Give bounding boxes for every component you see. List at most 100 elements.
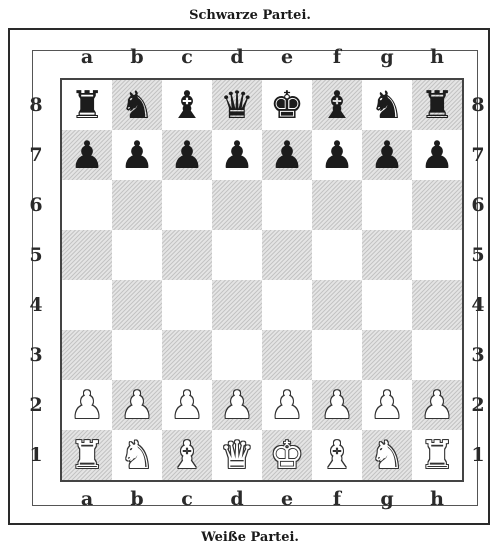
square-e2[interactable]: ♟ <box>262 380 312 430</box>
white-pawn-icon[interactable]: ♟ <box>270 386 304 424</box>
white-pawn-icon[interactable]: ♟ <box>320 386 354 424</box>
black-knight-icon[interactable]: ♞ <box>120 86 154 124</box>
black-bishop-icon[interactable]: ♝ <box>170 86 204 124</box>
square-d2[interactable]: ♟ <box>212 380 262 430</box>
black-rook-icon[interactable]: ♜ <box>420 86 454 124</box>
black-pawn-icon[interactable]: ♟ <box>370 136 404 174</box>
square-c1[interactable]: ♝ <box>162 430 212 480</box>
square-d4[interactable] <box>212 280 262 330</box>
black-bishop-icon[interactable]: ♝ <box>320 86 354 124</box>
square-b1[interactable]: ♞ <box>112 430 162 480</box>
square-a1[interactable]: ♜ <box>62 430 112 480</box>
black-pawn-icon[interactable]: ♟ <box>270 136 304 174</box>
square-d1[interactable]: ♛ <box>212 430 262 480</box>
square-g1[interactable]: ♞ <box>362 430 412 480</box>
white-king-icon[interactable]: ♚ <box>270 436 304 474</box>
square-d3[interactable] <box>212 330 262 380</box>
square-g6[interactable] <box>362 180 412 230</box>
square-a6[interactable] <box>62 180 112 230</box>
white-pawn-icon[interactable]: ♟ <box>220 386 254 424</box>
square-b5[interactable] <box>112 230 162 280</box>
square-f4[interactable] <box>312 280 362 330</box>
white-queen-icon[interactable]: ♛ <box>220 436 254 474</box>
square-d5[interactable] <box>212 230 262 280</box>
square-b8[interactable]: ♞ <box>112 80 162 130</box>
square-g2[interactable]: ♟ <box>362 380 412 430</box>
square-f3[interactable] <box>312 330 362 380</box>
square-h4[interactable] <box>412 280 462 330</box>
black-pawn-icon[interactable]: ♟ <box>320 136 354 174</box>
square-f8[interactable]: ♝ <box>312 80 362 130</box>
square-h2[interactable]: ♟ <box>412 380 462 430</box>
square-e6[interactable] <box>262 180 312 230</box>
square-h7[interactable]: ♟ <box>412 130 462 180</box>
square-e7[interactable]: ♟ <box>262 130 312 180</box>
square-d7[interactable]: ♟ <box>212 130 262 180</box>
square-f2[interactable]: ♟ <box>312 380 362 430</box>
white-bishop-icon[interactable]: ♝ <box>320 436 354 474</box>
square-h5[interactable] <box>412 230 462 280</box>
square-e8[interactable]: ♚ <box>262 80 312 130</box>
square-g7[interactable]: ♟ <box>362 130 412 180</box>
square-h8[interactable]: ♜ <box>412 80 462 130</box>
square-e5[interactable] <box>262 230 312 280</box>
square-f6[interactable] <box>312 180 362 230</box>
square-c5[interactable] <box>162 230 212 280</box>
square-b4[interactable] <box>112 280 162 330</box>
square-a3[interactable] <box>62 330 112 380</box>
square-h1[interactable]: ♜ <box>412 430 462 480</box>
square-g3[interactable] <box>362 330 412 380</box>
file-label-d-bottom: d <box>212 488 262 510</box>
square-f1[interactable]: ♝ <box>312 430 362 480</box>
square-g4[interactable] <box>362 280 412 330</box>
square-h3[interactable] <box>412 330 462 380</box>
white-pawn-icon[interactable]: ♟ <box>420 386 454 424</box>
square-h6[interactable] <box>412 180 462 230</box>
square-c2[interactable]: ♟ <box>162 380 212 430</box>
square-f7[interactable]: ♟ <box>312 130 362 180</box>
square-g8[interactable]: ♞ <box>362 80 412 130</box>
square-b2[interactable]: ♟ <box>112 380 162 430</box>
white-bishop-icon[interactable]: ♝ <box>170 436 204 474</box>
rank-label-6-right: 6 <box>466 180 490 230</box>
square-b6[interactable] <box>112 180 162 230</box>
square-a7[interactable]: ♟ <box>62 130 112 180</box>
square-g5[interactable] <box>362 230 412 280</box>
square-b3[interactable] <box>112 330 162 380</box>
white-knight-icon[interactable]: ♞ <box>120 436 154 474</box>
file-label-d-top: d <box>212 46 262 68</box>
square-a8[interactable]: ♜ <box>62 80 112 130</box>
white-pawn-icon[interactable]: ♟ <box>170 386 204 424</box>
square-f5[interactable] <box>312 230 362 280</box>
square-d8[interactable]: ♛ <box>212 80 262 130</box>
square-c4[interactable] <box>162 280 212 330</box>
black-pawn-icon[interactable]: ♟ <box>420 136 454 174</box>
black-king-icon[interactable]: ♚ <box>270 86 304 124</box>
square-d6[interactable] <box>212 180 262 230</box>
black-knight-icon[interactable]: ♞ <box>370 86 404 124</box>
square-a2[interactable]: ♟ <box>62 380 112 430</box>
square-a4[interactable] <box>62 280 112 330</box>
square-e1[interactable]: ♚ <box>262 430 312 480</box>
black-pawn-icon[interactable]: ♟ <box>220 136 254 174</box>
square-a5[interactable] <box>62 230 112 280</box>
square-c6[interactable] <box>162 180 212 230</box>
square-e4[interactable] <box>262 280 312 330</box>
square-c8[interactable]: ♝ <box>162 80 212 130</box>
black-queen-icon[interactable]: ♛ <box>220 86 254 124</box>
white-rook-icon[interactable]: ♜ <box>70 436 104 474</box>
black-pawn-icon[interactable]: ♟ <box>120 136 154 174</box>
square-b7[interactable]: ♟ <box>112 130 162 180</box>
black-pawn-icon[interactable]: ♟ <box>70 136 104 174</box>
white-rook-icon[interactable]: ♜ <box>420 436 454 474</box>
white-pawn-icon[interactable]: ♟ <box>120 386 154 424</box>
square-c3[interactable] <box>162 330 212 380</box>
square-c7[interactable]: ♟ <box>162 130 212 180</box>
square-e3[interactable] <box>262 330 312 380</box>
white-pawn-icon[interactable]: ♟ <box>70 386 104 424</box>
rank-label-3-right: 3 <box>466 330 490 380</box>
white-pawn-icon[interactable]: ♟ <box>370 386 404 424</box>
black-rook-icon[interactable]: ♜ <box>70 86 104 124</box>
white-knight-icon[interactable]: ♞ <box>370 436 404 474</box>
black-pawn-icon[interactable]: ♟ <box>170 136 204 174</box>
